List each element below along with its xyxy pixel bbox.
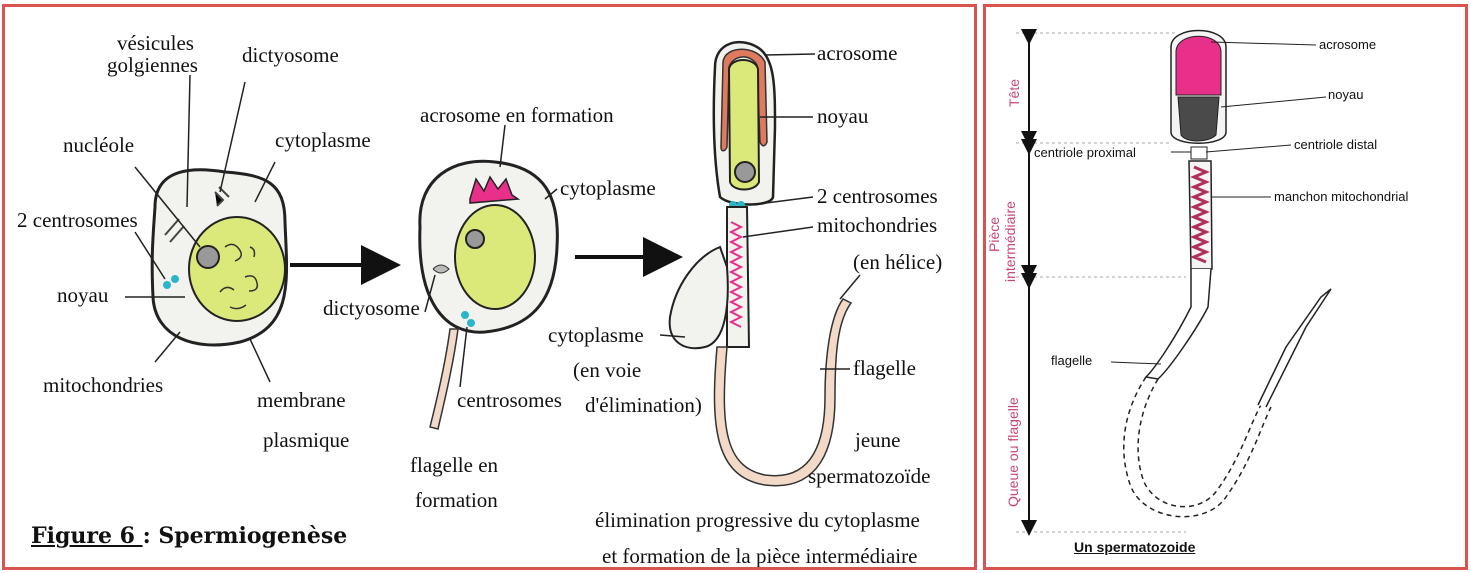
label-membrane: membrane — [257, 388, 346, 412]
label-noyau-3: noyau — [817, 104, 869, 128]
acrosome — [1176, 36, 1221, 95]
label-centrosomes-2: centrosomes — [457, 388, 562, 412]
label-plasmique: plasmique — [263, 428, 349, 452]
label-nucleole: nucléole — [63, 133, 134, 157]
label-en-helice: (en hélice) — [853, 250, 942, 274]
region-queue: Queue ou flagelle — [1005, 397, 1021, 507]
label-golgiennes: golgiennes — [107, 53, 198, 77]
figure-title: : Spermiogenèse — [143, 523, 348, 549]
label-flagelle-3: flagelle — [853, 356, 916, 380]
spermatozoon-caption: Un spermatozoide — [1074, 539, 1195, 555]
region-piece: Pièce — [986, 217, 1002, 252]
label-mitochondries-1: mitochondries — [43, 373, 163, 397]
figure-caption: Figure 6 : Spermiogenèse — [31, 523, 347, 549]
label-cytoplasme-2: cytoplasme — [560, 176, 656, 200]
nucleus-1 — [189, 217, 285, 321]
label-en-voie: (en voie — [573, 358, 641, 382]
spermiogenesis-panel: vésicules golgiennes dictyosome nucléole… — [2, 4, 977, 570]
cell-spermatid-1 — [152, 170, 286, 345]
label-cytoplasme-1: cytoplasme — [275, 128, 371, 152]
label-elim-1: élimination progressive du cytoplasme — [595, 508, 920, 532]
spermatozoon-panel: Tête Pièce intermédiaire Queue ou flagel… — [983, 4, 1468, 570]
nucleolus-1 — [197, 246, 219, 268]
spermiogenesis-diagram: vésicules golgiennes dictyosome nucléole… — [5, 7, 974, 567]
label-spermatozoide: spermatozoïde — [808, 464, 930, 488]
region-tete: Tête — [1006, 79, 1022, 107]
label-centriole-proximal: centriole proximal — [1034, 145, 1136, 160]
label-dictyosome-2: dictyosome — [323, 296, 420, 320]
label-acrosome-formation: acrosome en formation — [420, 103, 614, 127]
label-mitochondries-3: mitochondries — [817, 213, 937, 237]
cytoplasm-residual — [670, 247, 728, 348]
label-cytoplasme-3: cytoplasme — [548, 323, 644, 347]
figure-number: Figure 6 — [31, 523, 143, 549]
label-centrosomes-1: 2 centrosomes — [17, 208, 138, 232]
label-vesicules: vésicules — [117, 31, 194, 55]
label-flagelle-right: flagelle — [1051, 353, 1092, 368]
label-noyau-right: noyau — [1328, 87, 1363, 102]
label-centrosomes-3: 2 centrosomes — [817, 184, 938, 208]
label-elimination: d'élimination) — [585, 393, 702, 417]
flagelle-forming — [430, 329, 458, 429]
label-jeune: jeune — [854, 428, 900, 452]
region-intermediaire: intermédiaire — [1002, 201, 1018, 282]
label-dictyosome-1: dictyosome — [242, 43, 339, 67]
nucleus — [1178, 97, 1219, 141]
label-manchon: manchon mitochondrial — [1274, 189, 1409, 204]
label-noyau-1: noyau — [57, 283, 109, 307]
spermatozoon-diagram: Tête Pièce intermédiaire Queue ou flagel… — [986, 7, 1465, 567]
label-centriole-distal: centriole distal — [1294, 137, 1377, 152]
label-formation: formation — [415, 488, 498, 512]
label-elim-2: et formation de la pièce intermédiaire — [602, 544, 917, 567]
label-flagelle-en: flagelle en — [410, 453, 499, 477]
label-acrosome-right: acrosome — [1319, 37, 1376, 52]
label-acrosome-3: acrosome — [817, 41, 897, 65]
spermatozoon — [1124, 31, 1331, 517]
